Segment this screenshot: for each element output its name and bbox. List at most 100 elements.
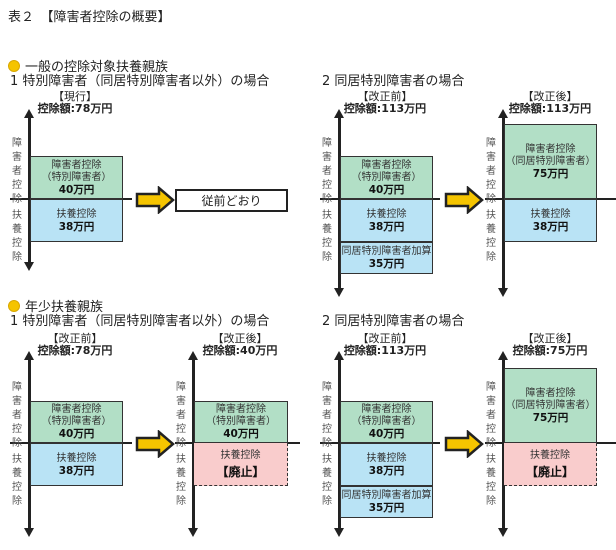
box-text: （特別障害者） (41, 171, 112, 183)
box-value: 35万円 (368, 502, 405, 514)
box-text: 扶養控除 (56, 208, 97, 220)
right-arrow-icon (135, 430, 175, 458)
box-text: 扶養控除 (530, 208, 571, 220)
deduction-total: 控除額:113万円 (343, 344, 427, 357)
box-text: 障害者控除 (525, 387, 576, 399)
box-text: 扶養控除 (366, 208, 407, 220)
box-text: 扶養控除 (220, 450, 261, 461)
unchanged-note: 従前どおり (175, 189, 288, 212)
box-text: （特別障害者） (351, 171, 422, 183)
box-value: 40万円 (58, 428, 95, 440)
box-value: 35万円 (368, 258, 405, 270)
deduction-box-disability: 障害者控除（特別障害者）40万円 (30, 156, 123, 199)
axis-label-dependent: 扶養控除 (486, 210, 496, 263)
deduction-box-disability: 障害者控除（特別障害者）40万円 (340, 156, 433, 199)
axis-label-dependent: 扶養控除 (486, 454, 496, 507)
panel-label: 【改正後】 (522, 332, 578, 345)
box-text: 障害者控除 (216, 404, 266, 415)
box-value: 【廃止】 (525, 465, 574, 479)
deduction-box-disability: 障害者控除（特別障害者）40万円 (340, 401, 433, 443)
box-value: 38万円 (368, 464, 405, 477)
axis-label-disability: 障害者控除 (486, 382, 496, 449)
box-text: 扶養控除 (530, 450, 570, 461)
deduction-box-abolished: 扶養控除【廃止】 (504, 443, 597, 486)
vertical-axis (498, 109, 508, 297)
panel-label: 【改正前】 (357, 332, 413, 345)
vertical-axis (24, 351, 34, 537)
vertical-axis (334, 109, 344, 297)
case-heading: 1 特別障害者（同居特別障害者以外）の場合 (10, 74, 270, 89)
box-text: 扶養控除 (366, 452, 407, 464)
vertical-axis (498, 351, 508, 537)
box-value: 38万円 (532, 220, 569, 233)
box-text: 障害者控除 (51, 159, 102, 171)
section-heading-general: 一般の控除対象扶養親族 (8, 56, 168, 75)
box-value: 【廃止】 (216, 465, 265, 479)
bullet-icon (8, 60, 20, 72)
axis-label-dependent: 扶養控除 (176, 454, 186, 507)
box-value: 40万円 (368, 428, 405, 440)
axis-label-dependent: 扶養控除 (322, 454, 332, 507)
case-heading: 2 同居特別障害者の場合 (322, 74, 465, 89)
right-arrow-icon (444, 430, 484, 458)
panel-label: 【改正前】 (357, 90, 413, 103)
deduction-box-disability: 障害者控除（同居特別障害者）75万円 (504, 124, 597, 199)
panel-label: 【改正後】 (522, 90, 578, 103)
bullet-icon (8, 300, 20, 312)
axis-label-dependent: 扶養控除 (322, 210, 332, 263)
deduction-box-disability: 障害者控除（同居特別障害者）75万円 (504, 368, 597, 443)
box-text: （特別障害者） (351, 416, 422, 427)
axis-label-dependent: 扶養控除 (12, 454, 22, 507)
box-value: 38万円 (368, 220, 405, 233)
axis-label-disability: 障害者控除 (322, 382, 332, 449)
box-text: （特別障害者） (41, 416, 112, 427)
deduction-total: 控除額:40万円 (202, 344, 278, 357)
deduction-box-disability: 障害者控除（特別障害者）40万円 (194, 401, 288, 443)
box-value: 40万円 (58, 183, 95, 196)
axis-label-disability: 障害者控除 (12, 382, 22, 449)
deduction-box-abolished: 扶養控除【廃止】 (194, 443, 288, 486)
axis-label-dependent: 扶養控除 (12, 210, 22, 263)
deduction-box-disability: 障害者控除（特別障害者）40万円 (30, 401, 123, 443)
vertical-axis (24, 109, 34, 271)
box-value: 75万円 (532, 167, 569, 180)
box-text: 障害者控除 (51, 404, 102, 415)
box-text: 障害者控除 (361, 159, 412, 171)
case-heading: 2 同居特別障害者の場合 (322, 314, 465, 329)
panel-label: 【現行】 (53, 90, 97, 103)
box-text: 同居特別障害者加算 (341, 246, 432, 257)
box-text: （同居特別障害者） (505, 155, 596, 167)
box-value: 40万円 (223, 428, 259, 440)
axis-label-disability: 障害者控除 (486, 138, 496, 205)
box-value: 38万円 (58, 220, 95, 233)
table-title: 表２ 【障害者控除の概要】 (8, 10, 171, 25)
axis-label-disability: 障害者控除 (12, 138, 22, 205)
panel-label: 【改正後】 (212, 332, 268, 345)
deduction-total: 控除額:78万円 (37, 344, 113, 357)
deduction-total: 控除額:113万円 (508, 102, 592, 115)
section-heading-minor: 年少扶養親族 (8, 296, 103, 315)
box-text: 障害者控除 (361, 404, 412, 415)
vertical-axis (188, 351, 198, 537)
vertical-axis (334, 351, 344, 537)
box-value: 40万円 (368, 183, 405, 196)
case-heading: 1 特別障害者（同居特別障害者以外）の場合 (10, 314, 270, 329)
right-arrow-icon (135, 186, 175, 214)
box-text: 障害者控除 (525, 143, 576, 155)
deduction-total: 控除額:113万円 (343, 102, 427, 115)
axis-label-disability: 障害者控除 (176, 382, 186, 449)
box-text: 扶養控除 (56, 452, 97, 464)
box-text: （同居特別障害者） (505, 399, 596, 411)
right-arrow-icon (444, 186, 484, 214)
box-text: 同居特別障害者加算 (341, 490, 432, 501)
deduction-total: 控除額:78万円 (37, 102, 113, 115)
box-value: 75万円 (532, 411, 569, 424)
box-text: （特別障害者） (206, 416, 276, 427)
